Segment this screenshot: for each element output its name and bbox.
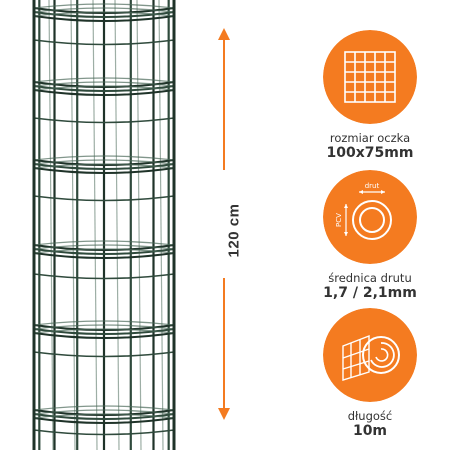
spec-value: 1,7 / 2,1mm xyxy=(323,285,417,301)
spec-wire-diameter: drut PCV średnica drutu 1,7 / 2,1mm xyxy=(300,170,440,302)
icon-text-side: PCV xyxy=(335,213,343,227)
fence-roll-image xyxy=(32,0,176,450)
spec-value: 100x75mm xyxy=(326,145,414,161)
spec-value: 10m xyxy=(352,423,388,439)
spec-length: długość 10m xyxy=(300,308,440,440)
spec-label: długość xyxy=(347,409,393,423)
fence-roll-icon xyxy=(323,308,417,402)
wire-cross-section-icon: drut PCV xyxy=(323,170,417,264)
spec-mesh-size: rozmiar oczka 100x75mm xyxy=(300,30,440,162)
height-label-wrapper: 120 cm xyxy=(214,203,254,257)
height-label: 120 cm xyxy=(225,203,243,257)
height-dimension-arrow xyxy=(218,28,230,420)
spec-label: średnica drutu xyxy=(328,271,412,285)
spec-label: rozmiar oczka xyxy=(329,131,411,145)
mesh-grid-icon xyxy=(323,30,417,124)
icon-text-top: drut xyxy=(365,182,380,190)
